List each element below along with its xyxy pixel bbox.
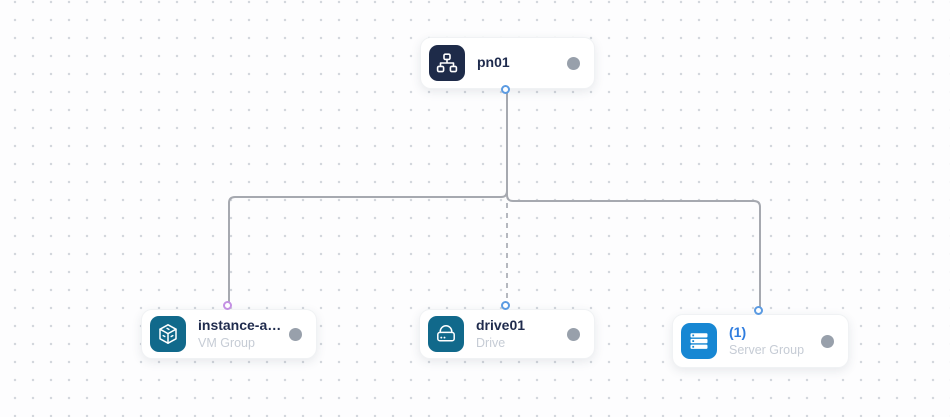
connector-server-group-top[interactable]	[753, 305, 763, 315]
node-subtitle: VM Group	[198, 335, 255, 350]
connector-instance-array-top[interactable]	[222, 300, 232, 310]
network-icon	[429, 45, 465, 81]
status-dot	[567, 327, 580, 341]
status-dot	[289, 327, 302, 341]
edge-pn01-to-instance-array	[228, 92, 508, 306]
status-dot	[567, 56, 580, 70]
node-title: instance-array-…	[198, 317, 283, 334]
node-title: (1)	[729, 324, 747, 341]
node-subtitle: Drive	[476, 335, 506, 350]
vm-group-cube-icon	[150, 316, 186, 352]
node-subtitle: Server Group	[729, 342, 805, 357]
node-title: drive01	[476, 317, 526, 334]
connector-pn01-bottom[interactable]	[500, 84, 510, 94]
connector-drive01-top[interactable]	[500, 300, 510, 310]
status-dot	[821, 334, 834, 348]
node-title: pn01	[477, 54, 510, 71]
node-drive01[interactable]: drive01 Drive	[419, 309, 595, 359]
server-group-icon	[681, 323, 717, 359]
edge-pn01-to-server-group	[506, 92, 761, 311]
node-pn01[interactable]: pn01	[420, 37, 595, 89]
node-server-group[interactable]: (1) Server Group	[672, 314, 849, 368]
node-instance-array[interactable]: instance-array-… VM Group	[141, 309, 317, 359]
drive-icon	[428, 316, 464, 352]
